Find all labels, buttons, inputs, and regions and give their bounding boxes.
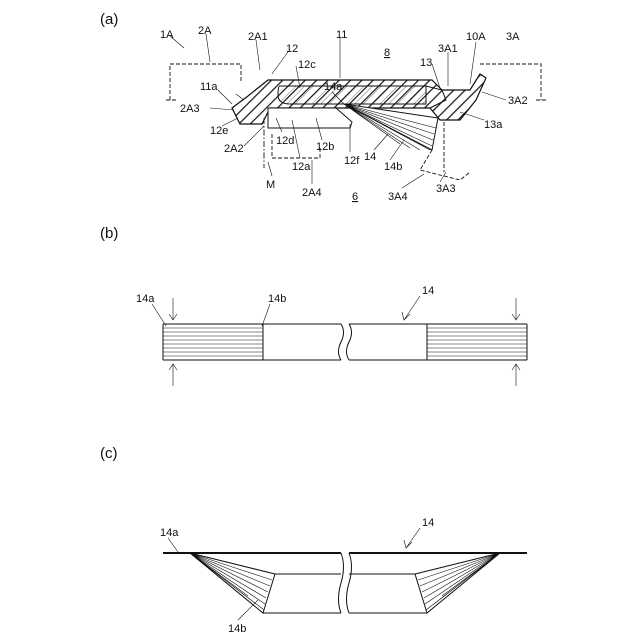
- label-6: 6: [352, 191, 358, 203]
- left-laminations: [163, 328, 263, 356]
- panel-c: (c) 14a 14 14b: [100, 445, 527, 635]
- panel-b: (b) 14a 14b 14: [100, 225, 527, 386]
- panel-b-label: (b): [100, 225, 118, 242]
- label-12d: 12d: [276, 135, 294, 147]
- panel-c-label: (c): [100, 445, 118, 462]
- label-c-14a: 14a: [160, 527, 179, 539]
- panel-a: (a): [100, 11, 546, 203]
- break-right: [347, 324, 352, 360]
- label-c-14b: 14b: [228, 623, 246, 635]
- leader-14b-b: [262, 304, 270, 326]
- label-11a: 11a: [200, 81, 218, 93]
- label-2A: 2A: [198, 25, 212, 37]
- panel-a-label: (a): [100, 11, 118, 28]
- label-12: 12: [286, 43, 298, 55]
- label-3A1: 3A1: [438, 43, 458, 55]
- label-12a: 12a: [292, 161, 311, 173]
- label-2A2: 2A2: [224, 143, 244, 155]
- label-b-14b: 14b: [268, 293, 286, 305]
- leader-14a-b: [152, 304, 166, 326]
- break-c-left: [339, 553, 344, 613]
- label-13a: 13a: [484, 119, 503, 131]
- label-12e: 12e: [210, 125, 228, 137]
- label-12f: 12f: [344, 155, 360, 167]
- compression-arrows: [169, 298, 520, 386]
- label-2A4: 2A4: [302, 187, 322, 199]
- label-12c: 12c: [298, 59, 316, 71]
- break-c-right: [347, 553, 352, 613]
- strip-left-outline: [163, 324, 341, 360]
- label-3A2: 3A2: [508, 95, 528, 107]
- label-14b: 14b: [384, 161, 402, 173]
- label-1A: 1A: [160, 29, 174, 41]
- label-3A: 3A: [506, 31, 520, 43]
- label-2A3: 2A3: [180, 103, 200, 115]
- leader-14-c: [404, 528, 420, 548]
- core-12c: [278, 86, 426, 104]
- lower-core-12b: [268, 108, 352, 128]
- label-10A: 10A: [466, 31, 486, 43]
- leader-14-b: [402, 296, 420, 320]
- label-b-14a: 14a: [136, 293, 155, 305]
- label-8: 8: [384, 47, 390, 59]
- label-3A3: 3A3: [436, 183, 456, 195]
- strip-right-outline: [349, 324, 527, 360]
- leader-14b-c: [238, 600, 258, 620]
- leader-14a-c: [168, 538, 178, 552]
- label-12b: 12b: [316, 141, 334, 153]
- right-laminations: [427, 328, 527, 356]
- label-14: 14: [364, 151, 376, 163]
- label-b-14: 14: [422, 285, 434, 297]
- break-left: [339, 324, 344, 360]
- label-14a: 14a: [324, 81, 343, 93]
- label-11: 11: [336, 29, 347, 41]
- label-M: M: [266, 179, 275, 191]
- label-13: 13: [420, 57, 432, 69]
- label-c-14: 14: [422, 517, 434, 529]
- label-2A1: 2A1: [248, 31, 268, 43]
- region-3A4-outline: [420, 150, 470, 180]
- label-3A4: 3A4: [388, 191, 408, 203]
